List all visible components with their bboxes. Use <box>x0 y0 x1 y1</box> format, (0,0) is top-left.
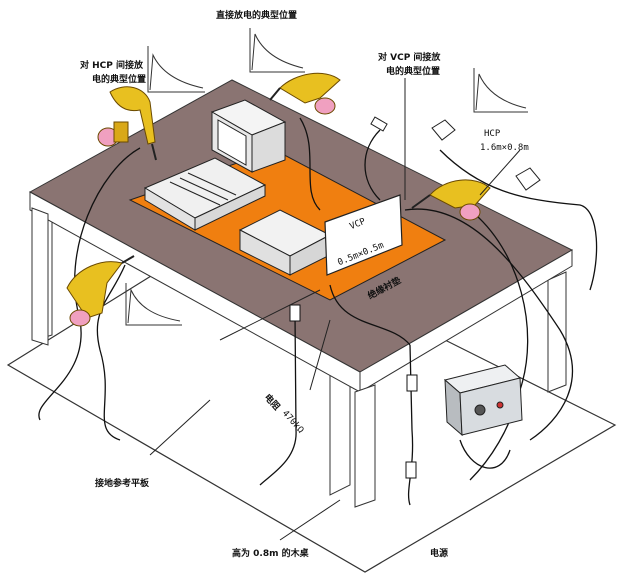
table-leg-left <box>31 207 49 346</box>
resistor-2 <box>406 374 418 392</box>
label-vcp-indirect-1: 对 VCP 间接放 <box>378 53 441 63</box>
resistor-1 <box>289 304 301 322</box>
plug-icon <box>370 116 541 191</box>
equipment-box <box>238 209 332 276</box>
computer-icon <box>210 99 287 173</box>
esd-gun-icon <box>66 72 491 327</box>
resistor-3 <box>405 461 417 479</box>
label-hcp-indirect-2: 电的典型位置 <box>92 75 147 85</box>
label-table-height: 高为 0.8m 的木桌 <box>232 549 309 559</box>
label-power-supply: 电源 <box>430 549 449 559</box>
label-direct-discharge: 直接放电的典型位置 <box>216 11 298 21</box>
pointer-lines <box>149 78 521 541</box>
power-supply-icon <box>443 364 523 437</box>
label-hcp-indirect-1: 对 HCP 间接放 <box>80 61 144 71</box>
label-vcp-indirect-2: 电的典型位置 <box>386 67 441 77</box>
table-leg-front <box>354 384 376 508</box>
label-hcp-size: 1.6m×0.8m <box>480 143 529 153</box>
keyboard-icon <box>143 157 267 231</box>
label-ground-plane: 接地参考平板 <box>95 479 150 489</box>
vertical-coupling-plane <box>324 194 403 276</box>
discharge-waveform-icon <box>125 28 528 326</box>
label-hcp-name: HCP <box>484 129 501 139</box>
